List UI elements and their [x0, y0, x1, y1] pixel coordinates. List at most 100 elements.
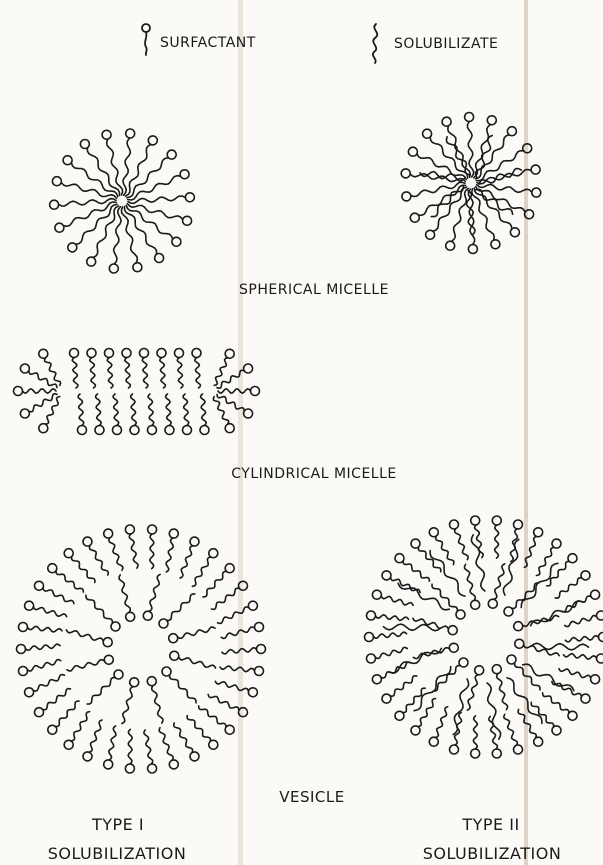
- surfactant-molecule: [531, 702, 561, 735]
- surfactant-molecule: [87, 670, 123, 704]
- type-1-label: TYPE I: [91, 815, 144, 834]
- surfactant-molecule: [474, 116, 497, 178]
- surfactant-molecule: [222, 645, 266, 654]
- surfactant-molecule: [125, 207, 164, 263]
- type-1-solubilization-label: SOLUBILIZATION: [48, 844, 187, 863]
- solubilizate-molecule: [453, 679, 468, 735]
- surfactant-molecule: [95, 394, 104, 435]
- spherical-micelle-type-2: [401, 113, 541, 254]
- surfactant-molecule: [70, 349, 79, 389]
- solubilizate-legend-label: SOLUBILIZATE: [394, 36, 498, 52]
- cylindrical-micelle-label: CYLINDRICAL MICELLE: [231, 466, 397, 482]
- surfactant-molecule: [382, 676, 417, 703]
- surfactant-molecule: [429, 707, 447, 747]
- surfactant-molecule: [20, 364, 57, 388]
- surfactant-molecule: [25, 601, 67, 617]
- surfactant-molecule: [192, 349, 201, 389]
- surfactant-molecule: [130, 394, 139, 435]
- surfactant-molecule: [25, 675, 65, 697]
- surfactant-molecule: [64, 549, 95, 583]
- surfactant-molecule: [165, 394, 174, 435]
- surfactant-molecule: [471, 716, 480, 758]
- surfactant-molecule: [86, 595, 120, 631]
- solubilizate-molecule: [503, 539, 518, 595]
- surfactant-molecule: [126, 136, 158, 196]
- surfactant-molecule: [411, 539, 441, 572]
- surfactant-molecule: [467, 666, 483, 710]
- spherical-micelle-type-1: [50, 129, 195, 273]
- surfactant-molecule: [543, 693, 577, 720]
- surfactant-molecule: [365, 632, 407, 641]
- vesicle-type-2: [365, 516, 603, 758]
- surfactant-molecule: [564, 654, 603, 663]
- surfactant-molecule: [199, 706, 235, 734]
- type-2-solubilization-label: SOLUBILIZATION: [423, 844, 562, 863]
- surfactant-molecule: [382, 571, 420, 593]
- surfactant-molecule: [450, 520, 469, 560]
- surfactant-molecule: [102, 130, 123, 195]
- surfactant-molecule: [565, 611, 603, 627]
- surfactant-molecule: [52, 177, 116, 199]
- surfactant-molecule: [180, 537, 199, 578]
- surfactant-molecule: [143, 574, 160, 620]
- surfactant-molecule: [148, 525, 157, 569]
- surfactant-molecule: [125, 729, 134, 773]
- surfactant-molecule: [536, 539, 561, 575]
- surfactant-molecule: [367, 611, 409, 620]
- surfactant-molecule: [555, 571, 590, 598]
- solubilizate-molecule: [384, 624, 441, 631]
- paper-fold-left: [238, 0, 243, 865]
- surfactant-molecule: [35, 689, 71, 717]
- paper-fold-right: [524, 0, 528, 865]
- surfactant-molecule: [367, 647, 408, 663]
- surfactant-molecule: [166, 529, 178, 572]
- vesicle-label: VESICLE: [279, 788, 345, 806]
- surfactant-molecule: [175, 349, 184, 389]
- surfactant-molecule: [159, 594, 195, 628]
- surfactant-molecule: [170, 651, 216, 668]
- surfactant-molecule: [19, 623, 63, 633]
- surfactant-molecule: [144, 730, 157, 773]
- surfactant-molecule: [125, 525, 138, 568]
- surfactant-molecule: [514, 616, 559, 631]
- vesicle-type-1: [17, 525, 266, 773]
- surfactant-molecule: [552, 682, 590, 704]
- surfactant-molecule: [488, 564, 504, 608]
- surfactant-molecule: [395, 554, 429, 581]
- surfactant-molecule: [446, 188, 469, 250]
- surfactant-molecule: [119, 575, 135, 621]
- surfactant-molecule: [66, 630, 112, 647]
- solubilizate-molecule: [531, 643, 588, 650]
- surfactant-legend-label: SURFACTANT: [160, 35, 256, 51]
- surfactant-molecule: [64, 712, 89, 750]
- surfactant-molecule: [162, 667, 196, 703]
- surfactant-molecule: [465, 564, 480, 609]
- surfactant-molecule: [121, 207, 141, 272]
- surfactant-molecule: [83, 720, 102, 761]
- surfactant-molecule: [147, 677, 163, 723]
- surfactant-molecule: [217, 394, 253, 418]
- surfactant-molecule: [127, 204, 191, 226]
- surfactant-molecule: [83, 537, 108, 575]
- surfactant-molecule: [432, 584, 465, 619]
- surfactant-molecule: [215, 681, 257, 697]
- surfactant-molecule: [413, 643, 458, 658]
- surfactant-molecule: [105, 349, 114, 389]
- surfactant-molecule: [19, 660, 61, 676]
- surfactant-molecule: [174, 723, 199, 761]
- surfactant-molecule: [159, 728, 178, 769]
- surfactant-molecule: [35, 581, 74, 603]
- solubilizate-icon: [373, 24, 377, 63]
- surfactant-molecule: [504, 583, 539, 616]
- surfactant-molecule: [104, 726, 116, 769]
- surfactant-molecule: [169, 627, 215, 643]
- surfactant-molecule: [411, 699, 436, 735]
- surfactant-molecule: [14, 387, 57, 396]
- surfactant-molecule: [433, 658, 468, 691]
- solubilizate-molecule: [471, 535, 485, 591]
- surfactant-molecule: [122, 349, 131, 389]
- surfactant-molecule: [372, 590, 413, 605]
- surfactant-molecule: [148, 394, 157, 435]
- surfactant-molecule: [507, 655, 540, 690]
